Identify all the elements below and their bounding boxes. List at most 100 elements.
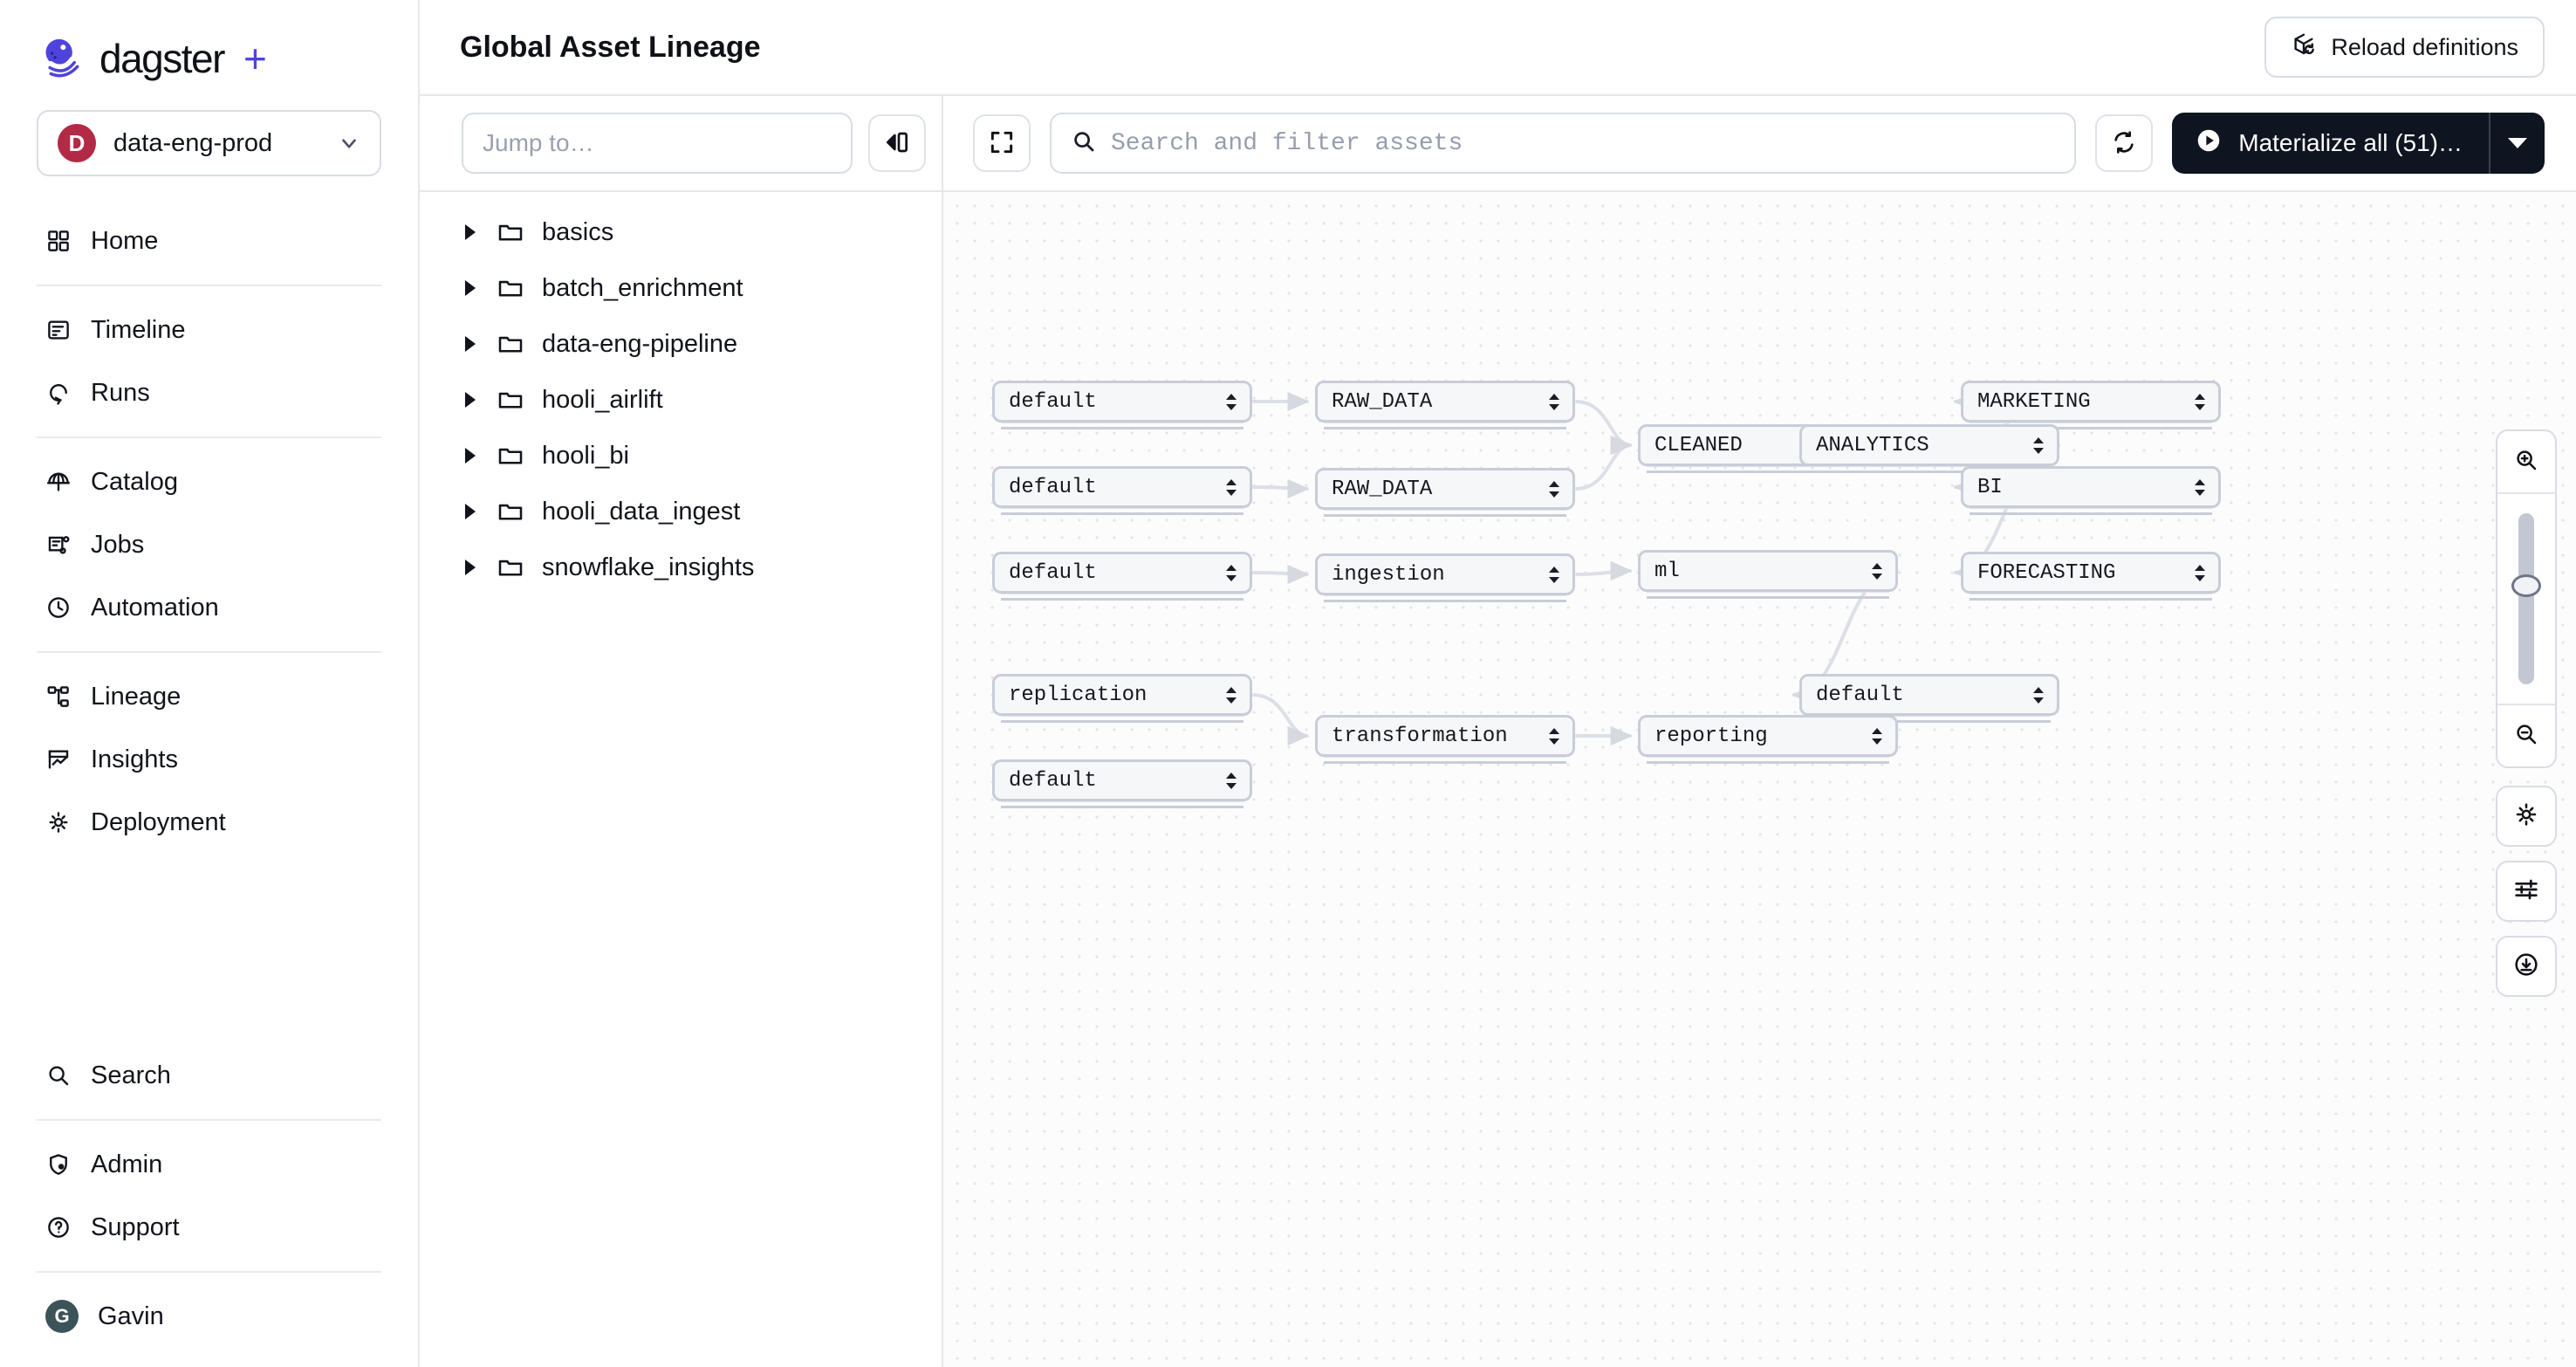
graph-download-button[interactable]	[2496, 936, 2557, 997]
sidebar-item-runs[interactable]: Runs	[37, 361, 381, 424]
refresh-button[interactable]	[2095, 114, 2154, 172]
graph-settings-button[interactable]	[2496, 786, 2557, 847]
asset-group-node-label: replication	[1009, 683, 1148, 707]
sort-updown-icon[interactable]	[1223, 560, 1239, 586]
materialize-main[interactable]: Materialize all (51)…	[2172, 113, 2489, 174]
tree-item[interactable]: hooli_airlift	[420, 372, 942, 428]
sort-updown-icon[interactable]	[1223, 767, 1239, 793]
chevron-right-icon[interactable]	[465, 280, 476, 296]
folder-icon	[497, 274, 524, 302]
sidebar-item-insights[interactable]: Insights	[37, 728, 381, 791]
content-body: basics batch_enrichment data-eng-pipelin…	[420, 192, 2576, 1367]
asset-group-node[interactable]: RAW_DATA	[1315, 468, 1575, 510]
reload-definitions-button[interactable]: Reload definitions	[2264, 17, 2545, 78]
tree-item[interactable]: data-eng-pipeline	[420, 316, 942, 372]
asset-group-node[interactable]: RAW_DATA	[1315, 381, 1575, 422]
sidebar-item-deployment[interactable]: Deployment	[37, 791, 381, 854]
dagster-logo-icon	[37, 34, 86, 83]
asset-group-node[interactable]: ANALYTICS	[1799, 424, 2059, 466]
zoom-slider[interactable]	[2497, 494, 2555, 704]
search-icon	[1071, 128, 1097, 159]
sort-updown-icon[interactable]	[2031, 682, 2046, 708]
deployment-selector[interactable]: D data-eng-prod	[37, 110, 381, 176]
asset-group-node[interactable]: default	[1799, 674, 2059, 716]
sort-updown-icon[interactable]	[1546, 388, 1562, 415]
sort-updown-icon[interactable]	[1869, 558, 1885, 584]
asset-group-node[interactable]: ingestion	[1315, 553, 1575, 595]
nav-divider	[37, 1271, 381, 1273]
chevron-right-icon[interactable]	[465, 448, 476, 464]
brand[interactable]: dagster +	[0, 0, 418, 84]
sidebar-item-search[interactable]: Search	[37, 1044, 381, 1107]
sidebar-item-catalog[interactable]: Catalog	[37, 450, 381, 513]
graph-filters-button[interactable]	[2496, 861, 2557, 922]
avatar: G	[45, 1300, 79, 1333]
sort-updown-icon[interactable]	[1869, 723, 1885, 749]
tree-item[interactable]: hooli_data_ingest	[420, 484, 942, 539]
asset-group-node[interactable]: FORECASTING	[1961, 552, 2221, 594]
sidebar-item-automation[interactable]: Automation	[37, 576, 381, 639]
brand-plus: +	[243, 36, 267, 81]
sort-updown-icon[interactable]	[2031, 432, 2046, 458]
folder-icon	[497, 386, 524, 414]
chevron-right-icon[interactable]	[465, 504, 476, 519]
folder-icon	[497, 553, 524, 581]
sidebar-item-label: Insights	[91, 745, 178, 773]
sort-updown-icon[interactable]	[1223, 474, 1239, 500]
tree-item[interactable]: snowflake_insights	[420, 539, 942, 595]
asset-group-node-label: BI	[1977, 475, 2003, 499]
asset-group-node-label: ingestion	[1332, 562, 1445, 587]
asset-group-node[interactable]: BI	[1961, 466, 2221, 508]
asset-group-node[interactable]: MARKETING	[1961, 381, 2221, 422]
tree-item[interactable]: batch_enrichment	[420, 260, 942, 316]
zoom-out-button[interactable]	[2497, 705, 2555, 766]
asset-group-node[interactable]: default	[992, 381, 1252, 422]
asset-group-node[interactable]: ml	[1638, 550, 1898, 592]
asset-group-node[interactable]: default	[992, 759, 1252, 801]
sidebar-item-label: Automation	[91, 593, 219, 622]
sidebar-item-lineage[interactable]: Lineage	[37, 665, 381, 728]
zoom-slider-knob[interactable]	[2511, 574, 2541, 597]
fullscreen-button[interactable]	[973, 114, 1031, 172]
sidebar-item-jobs[interactable]: Jobs	[37, 513, 381, 576]
sort-updown-icon[interactable]	[1546, 723, 1562, 749]
materialize-dropdown-button[interactable]	[2490, 113, 2545, 174]
nav-group-3: Catalog Jobs Automation	[0, 450, 418, 639]
sidebar-item-label: Runs	[91, 378, 150, 407]
sort-updown-icon[interactable]	[1223, 388, 1239, 415]
tree-item[interactable]: basics	[420, 204, 942, 260]
sort-updown-icon[interactable]	[1546, 561, 1562, 587]
sidebar-item-timeline[interactable]: Timeline	[37, 299, 381, 361]
asset-group-node[interactable]: default	[992, 552, 1252, 594]
sort-updown-icon[interactable]	[2192, 474, 2208, 500]
chevron-right-icon[interactable]	[465, 224, 476, 240]
sidebar-item-home[interactable]: Home	[37, 210, 381, 272]
sort-updown-icon[interactable]	[1546, 476, 1562, 502]
asset-group-node[interactable]: default	[992, 466, 1252, 508]
sort-updown-icon[interactable]	[2192, 388, 2208, 415]
asset-search[interactable]	[1050, 113, 2077, 174]
asset-group-node[interactable]: reporting	[1638, 715, 1898, 757]
sort-updown-icon[interactable]	[1223, 682, 1239, 708]
jump-to-input[interactable]	[462, 113, 853, 174]
sidebar-item-user[interactable]: G Gavin	[37, 1285, 381, 1348]
sidebar-item-admin[interactable]: Admin	[37, 1133, 381, 1196]
collapse-panel-button[interactable]	[868, 114, 926, 172]
sidebar-item-label: Timeline	[91, 315, 186, 344]
fullscreen-icon	[988, 128, 1016, 159]
tree-item[interactable]: hooli_bi	[420, 428, 942, 484]
asset-group-node[interactable]: transformation	[1315, 715, 1575, 757]
chevron-right-icon[interactable]	[465, 392, 476, 408]
question-circle-icon	[45, 1214, 72, 1240]
asset-group-node-label: FORECASTING	[1977, 560, 2116, 585]
search-input[interactable]	[1111, 129, 2056, 157]
chevron-right-icon[interactable]	[465, 336, 476, 352]
lineage-edge	[1575, 560, 1633, 581]
asset-group-node[interactable]: replication	[992, 674, 1252, 716]
sort-updown-icon[interactable]	[2192, 560, 2208, 586]
materialize-all-button[interactable]: Materialize all (51)…	[2172, 113, 2545, 174]
chevron-right-icon[interactable]	[465, 560, 476, 575]
sidebar-item-support[interactable]: Support	[37, 1196, 381, 1259]
zoom-in-button[interactable]	[2497, 431, 2555, 492]
